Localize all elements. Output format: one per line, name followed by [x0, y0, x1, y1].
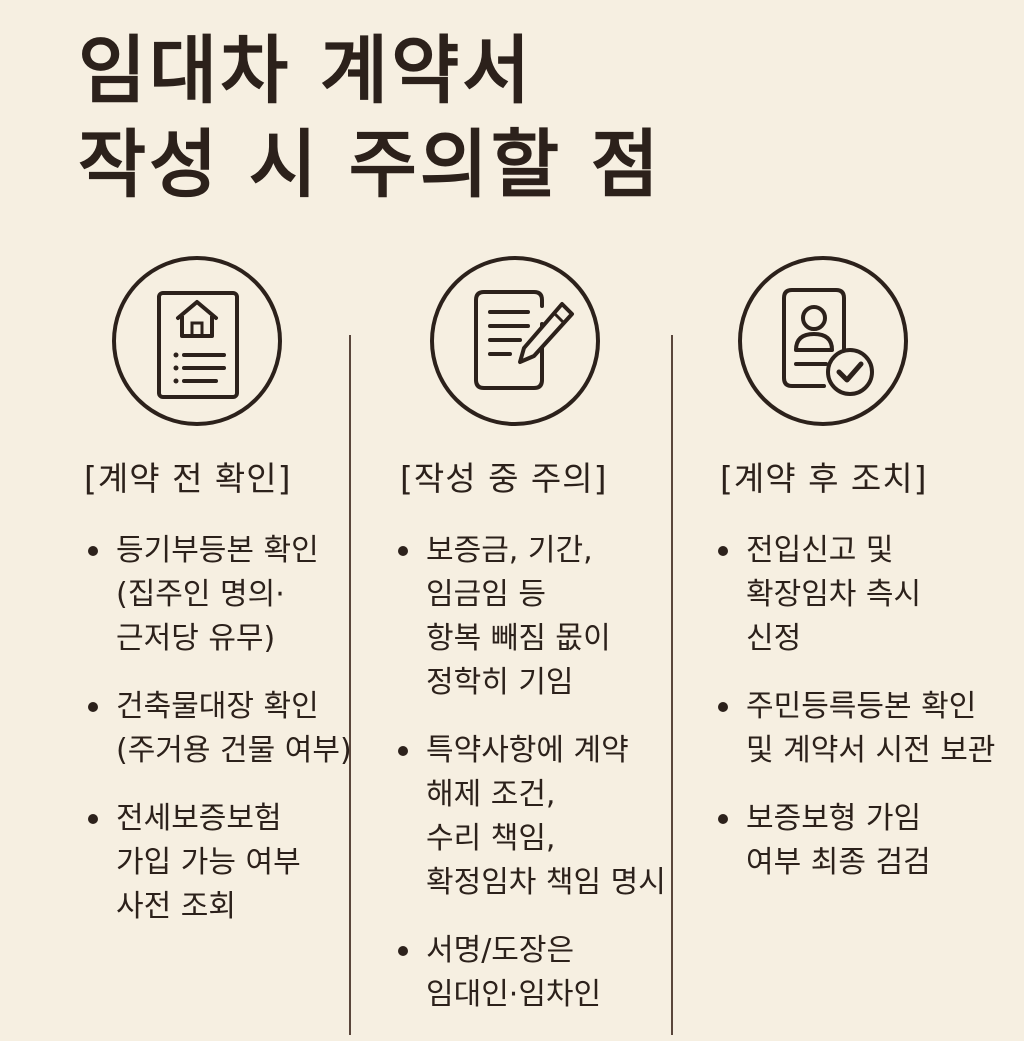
title-line-2: 작성 시 주의할 점: [78, 122, 662, 208]
point-text: 수리 책임,: [426, 821, 556, 856]
title-line-1: 임대차 계약서: [78, 28, 534, 114]
point-text: 전세보증보험: [116, 801, 282, 836]
point-text: 정학히 기임: [426, 665, 574, 700]
list-item: 보증금, 기간, 임금임 등 항복 빼짐 몺이 정학히 기임: [398, 529, 666, 705]
point-text: 임대인·임차인: [426, 977, 602, 1012]
column-heading: [계약 후 조치]: [720, 459, 928, 498]
point-text: 사전 조회: [116, 889, 236, 924]
bullet-icon: [88, 546, 98, 556]
bullet-icon: [398, 546, 408, 556]
list-item: 건축물대장 확인 (주거용 건물 여부): [88, 685, 352, 773]
bullet-icon: [718, 702, 728, 712]
list-item: 전세보증보험 가입 가능 여부 사전 조회: [88, 797, 352, 929]
column-divider-1: [349, 335, 351, 1035]
point-text: 해제 조건,: [426, 777, 556, 812]
column-after-contract: [계약 후 조치] 전입신고 및 확장임차 측시 신정 주민등륵등본 확인 및 …: [672, 0, 1008, 1024]
point-text: 여부 최종 검검: [746, 845, 931, 880]
bullet-icon: [88, 702, 98, 712]
point-text: 확정임차 책임 명시: [426, 865, 666, 900]
point-text: 신정: [746, 621, 802, 656]
user-document-check-icon: [738, 256, 908, 426]
page-title: 임대차 계약서 작성 시 주의할 점: [78, 24, 662, 212]
point-list: 보증금, 기간, 임금임 등 항복 빼짐 몺이 정학히 기임 특약사항에 계약 …: [398, 529, 666, 1041]
document-pen-icon: [430, 256, 600, 426]
bullet-icon: [398, 746, 408, 756]
point-text: 임금임 등: [426, 577, 546, 612]
point-text: 주민등륵등본 확인: [746, 689, 977, 724]
point-text: 근저당 유무): [116, 621, 276, 656]
bullet-icon: [718, 814, 728, 824]
point-text: 확장임차 측시: [746, 577, 922, 612]
point-text: 특약사항에 계약: [426, 733, 629, 768]
house-document-icon: [112, 256, 282, 426]
point-list: 전입신고 및 확장임차 측시 신정 주민등륵등본 확인 및 계약서 시전 보관 …: [718, 529, 995, 909]
list-item: 전입신고 및 확장임차 측시 신정: [718, 529, 995, 661]
point-text: (주거용 건물 여부): [116, 733, 352, 768]
point-text: 보증금, 기간,: [426, 533, 593, 568]
point-text: 등기부등본 확인: [116, 533, 319, 568]
column-while-writing: [작성 중 주의] 보증금, 기간, 임금임 등 항복 빼짐 몺이 정학히 기임…: [350, 0, 686, 1024]
point-text: 보증보형 가임: [746, 801, 922, 836]
column-divider-2: [671, 335, 673, 1035]
point-text: 가입 가능 여부: [116, 845, 301, 880]
list-item: 등기부등본 확인 (집주인 명의· 근저당 유무): [88, 529, 352, 661]
point-list: 등기부등본 확인 (집주인 명의· 근저당 유무) 건축물대장 확인 (주거용 …: [88, 529, 352, 953]
bullet-icon: [88, 814, 98, 824]
column-heading: [계약 전 확인]: [84, 459, 292, 498]
column-heading: [작성 중 주의]: [400, 459, 608, 498]
point-text: 및 계약서 시전 보관: [746, 733, 996, 768]
point-text: 전입신고 및: [746, 533, 894, 568]
list-item: 서명/도장은 임대인·임차인: [398, 929, 666, 1017]
list-item: 주민등륵등본 확인 및 계약서 시전 보관: [718, 685, 995, 773]
point-text: 건축물대장 확인: [116, 689, 319, 724]
bullet-icon: [718, 546, 728, 556]
point-text: 항복 빼짐 몺이: [426, 621, 611, 656]
bullet-icon: [398, 946, 408, 956]
point-text: 서명/도장은: [426, 933, 575, 968]
column-before-contract: [계약 전 확인] 등기부등본 확인 (집주인 명의· 근저당 유무) 건축물대…: [0, 0, 352, 1024]
point-text: (집주인 명의·: [116, 577, 285, 612]
list-item: 보증보형 가임 여부 최종 검검: [718, 797, 995, 885]
list-item: 특약사항에 계약 해제 조건, 수리 책임, 확정임차 책임 명시: [398, 729, 666, 905]
